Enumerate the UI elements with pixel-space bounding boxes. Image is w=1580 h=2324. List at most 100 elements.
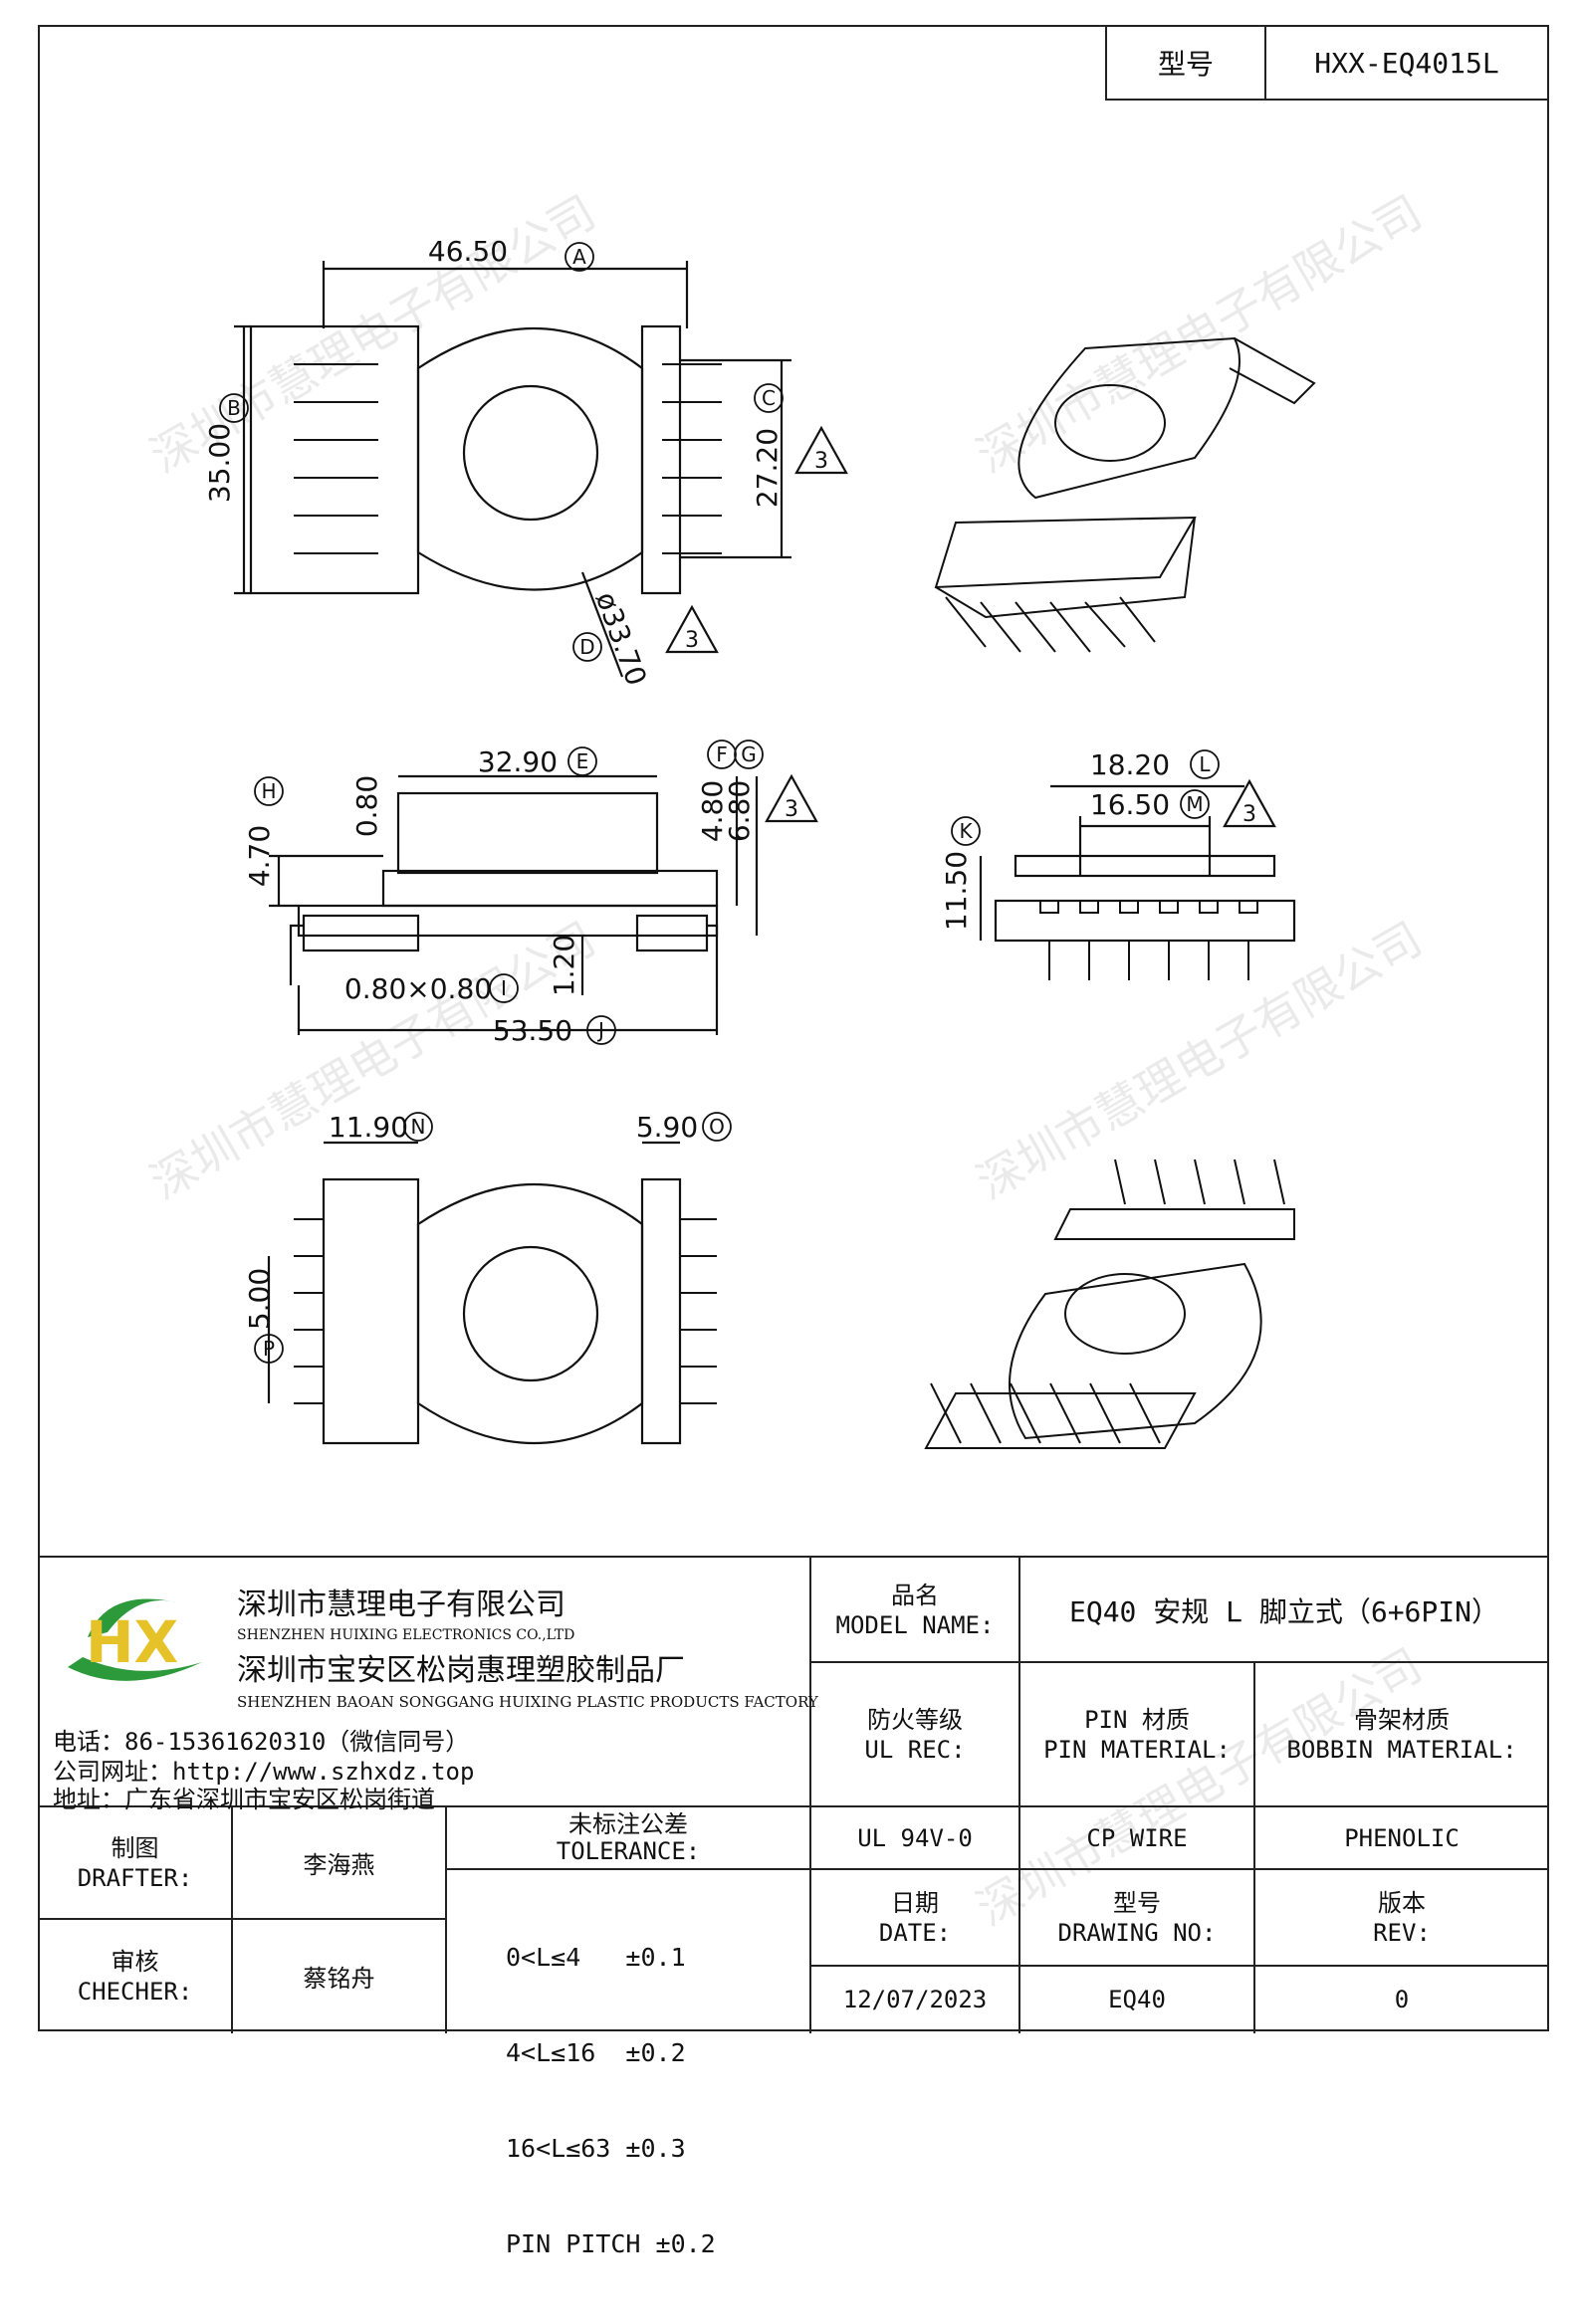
company-website[interactable]: 公司网址：http://www.szhxdz.top [53,1758,475,1786]
bobbin-material-label: 骨架材质 BOBBIN MATERIAL: [1254,1662,1549,1806]
company-phone: 电话：86-15361620310（微信同号） [53,1728,470,1756]
company-name-en: SHENZHEN HUIXING ELECTRONICS CO.,LTD [237,1627,575,1643]
date-label-cn: 日期 [891,1888,939,1917]
dim-o: 5.90 [636,1111,698,1144]
ref-j: J [596,1018,604,1042]
product-value: EQ40 安规 L 脚立式（6+6PIN） [1068,1594,1499,1628]
tolerance-label-cn: 未标注公差 [568,1810,688,1839]
dim-n: 11.90 [329,1111,408,1144]
dim-h2: 1.20 [548,935,580,996]
pin-material-label-en: PIN MATERIAL: [1043,1735,1231,1764]
dim-i: 0.80×0.80 [344,972,492,1005]
ref-e: E [576,749,589,773]
dim-p: 5.00 [243,1268,276,1330]
dim-l: 18.20 [1090,748,1170,781]
dim-a: 46.50 [428,235,508,268]
tolerance-row: 0<L≤4 ±0.1 [506,1943,686,1972]
pin-material-value: CP WIRE [1086,1823,1188,1852]
revision-label-cn: 版本 [1378,1888,1426,1917]
revision-triangle [665,604,719,654]
ref-f: F [716,742,728,766]
factory-name-cn: 深圳市宝安区松岗惠理塑胶制品厂 [237,1653,685,1688]
dim-c: 27.20 [751,428,784,508]
product-label-en: MODEL NAME: [835,1610,995,1639]
ref-k: K [959,819,973,843]
bottom-view [267,1141,717,1445]
product-label-cn: 品名 [891,1581,939,1609]
dim-b: 35.00 [203,423,236,503]
company-name-cn: 深圳市慧理电子有限公司 [237,1587,565,1622]
company-address: 地址：广东省深圳市宝安区松岗街道 [53,1786,435,1813]
bobbin-material-label-cn: 骨架材质 [1354,1705,1450,1734]
pin-material-label: PIN 材质 PIN MATERIAL: [1019,1662,1254,1806]
drawing-no-label: 型号 DRAWING NO: [1019,1869,1254,1966]
ref-n: N [411,1115,426,1139]
dim-h: 4.70 [243,825,276,887]
dim-m: 16.50 [1090,788,1170,821]
revision-number: 3 [814,449,828,474]
ref-p: P [263,1337,275,1361]
checker-label: 审核 CHECHER: [38,1919,232,2033]
revision-triangle [794,425,848,475]
model-header-divider [1264,25,1266,101]
revision-label-en: REV: [1373,1918,1431,1947]
pin-material-label-cn: PIN 材质 [1084,1705,1190,1734]
bobbin-material-value: PHENOLIC [1344,1823,1460,1852]
model-header-value: HXX-EQ4015L [1314,46,1499,80]
isometric-top [934,336,1316,653]
drafter-label-en: DRAFTER: [77,1863,193,1892]
date-value: 12/07/2023 [842,1986,988,2013]
tolerance-row: PIN PITCH ±0.2 [506,2229,716,2258]
revision-triangle [765,773,818,823]
ref-o: O [709,1115,725,1139]
bobbin-material-label-en: BOBBIN MATERIAL: [1286,1735,1517,1764]
ref-b: B [227,396,241,420]
drawing-no-label-cn: 型号 [1113,1888,1161,1917]
model-header-label: 型号 [1157,48,1214,81]
revision-number: 3 [785,797,798,822]
revision-label: 版本 REV: [1254,1869,1549,1966]
revision-value: 0 [1394,1986,1410,2013]
ul-value: UL 94V-0 [857,1823,973,1852]
drafter-label-cn: 制图 [111,1833,159,1862]
checker-label-en: CHECHER: [77,1977,193,2006]
top-view [234,261,791,678]
checker-label-cn: 审核 [111,1947,159,1976]
title-block: HX 深圳市慧理电子有限公司 SHENZHEN HUIXING ELECTRON… [38,1556,1549,2258]
ul-label: 防火等级 UL REC: [810,1662,1019,1806]
ul-label-cn: 防火等级 [867,1705,963,1734]
product-label: 品名 MODEL NAME: [810,1558,1019,1662]
ref-d: D [579,635,594,659]
tolerance-list: 0<L≤4 ±0.1 4<L≤16 ±0.2 16<L≤63 ±0.3 PIN … [506,1878,716,2324]
title-block-grid [38,1558,1549,2033]
ref-i: I [501,976,507,1000]
dim-f: 4.80 [696,780,729,842]
ref-h: H [261,779,276,803]
company-logo: HX [68,1598,202,1681]
factory-name-en: SHENZHEN BAOAN SONGGANG HUIXING PLASTIC … [237,1693,818,1711]
ref-a: A [572,245,586,269]
drafter-name: 李海燕 [303,1851,375,1879]
front-view [269,774,759,1035]
ref-l: L [1199,752,1211,776]
ref-m: M [1186,792,1203,816]
drafter-label: 制图 DRAFTER: [38,1806,232,1919]
drawing-no-value: EQ40 [1108,1986,1166,2013]
side-view [979,784,1296,980]
dim-e: 32.90 [478,745,558,778]
ref-g: G [741,742,757,766]
technical-drawing: 46.50 35.00 27.20 ø33.70 32.90 4.80 6.80… [203,235,1316,1449]
model-header-box [1105,25,1549,101]
revision-number: 3 [685,628,699,653]
drawing-no-label-en: DRAWING NO: [1057,1918,1217,1947]
tolerance-label-en: TOLERANCE: [556,1836,701,1865]
tolerance-label: 未标注公差 TOLERANCE: [446,1806,810,1869]
dim-g: 6.80 [723,780,756,842]
ul-label-en: UL REC: [864,1735,966,1764]
checker-name: 蔡铭舟 [303,1965,375,1993]
date-label: 日期 DATE: [810,1869,1019,1966]
date-label-en: DATE: [878,1918,952,1947]
dim-k: 11.50 [940,851,973,931]
revision-triangle [1223,778,1276,828]
isometric-bottom [924,1159,1295,1449]
